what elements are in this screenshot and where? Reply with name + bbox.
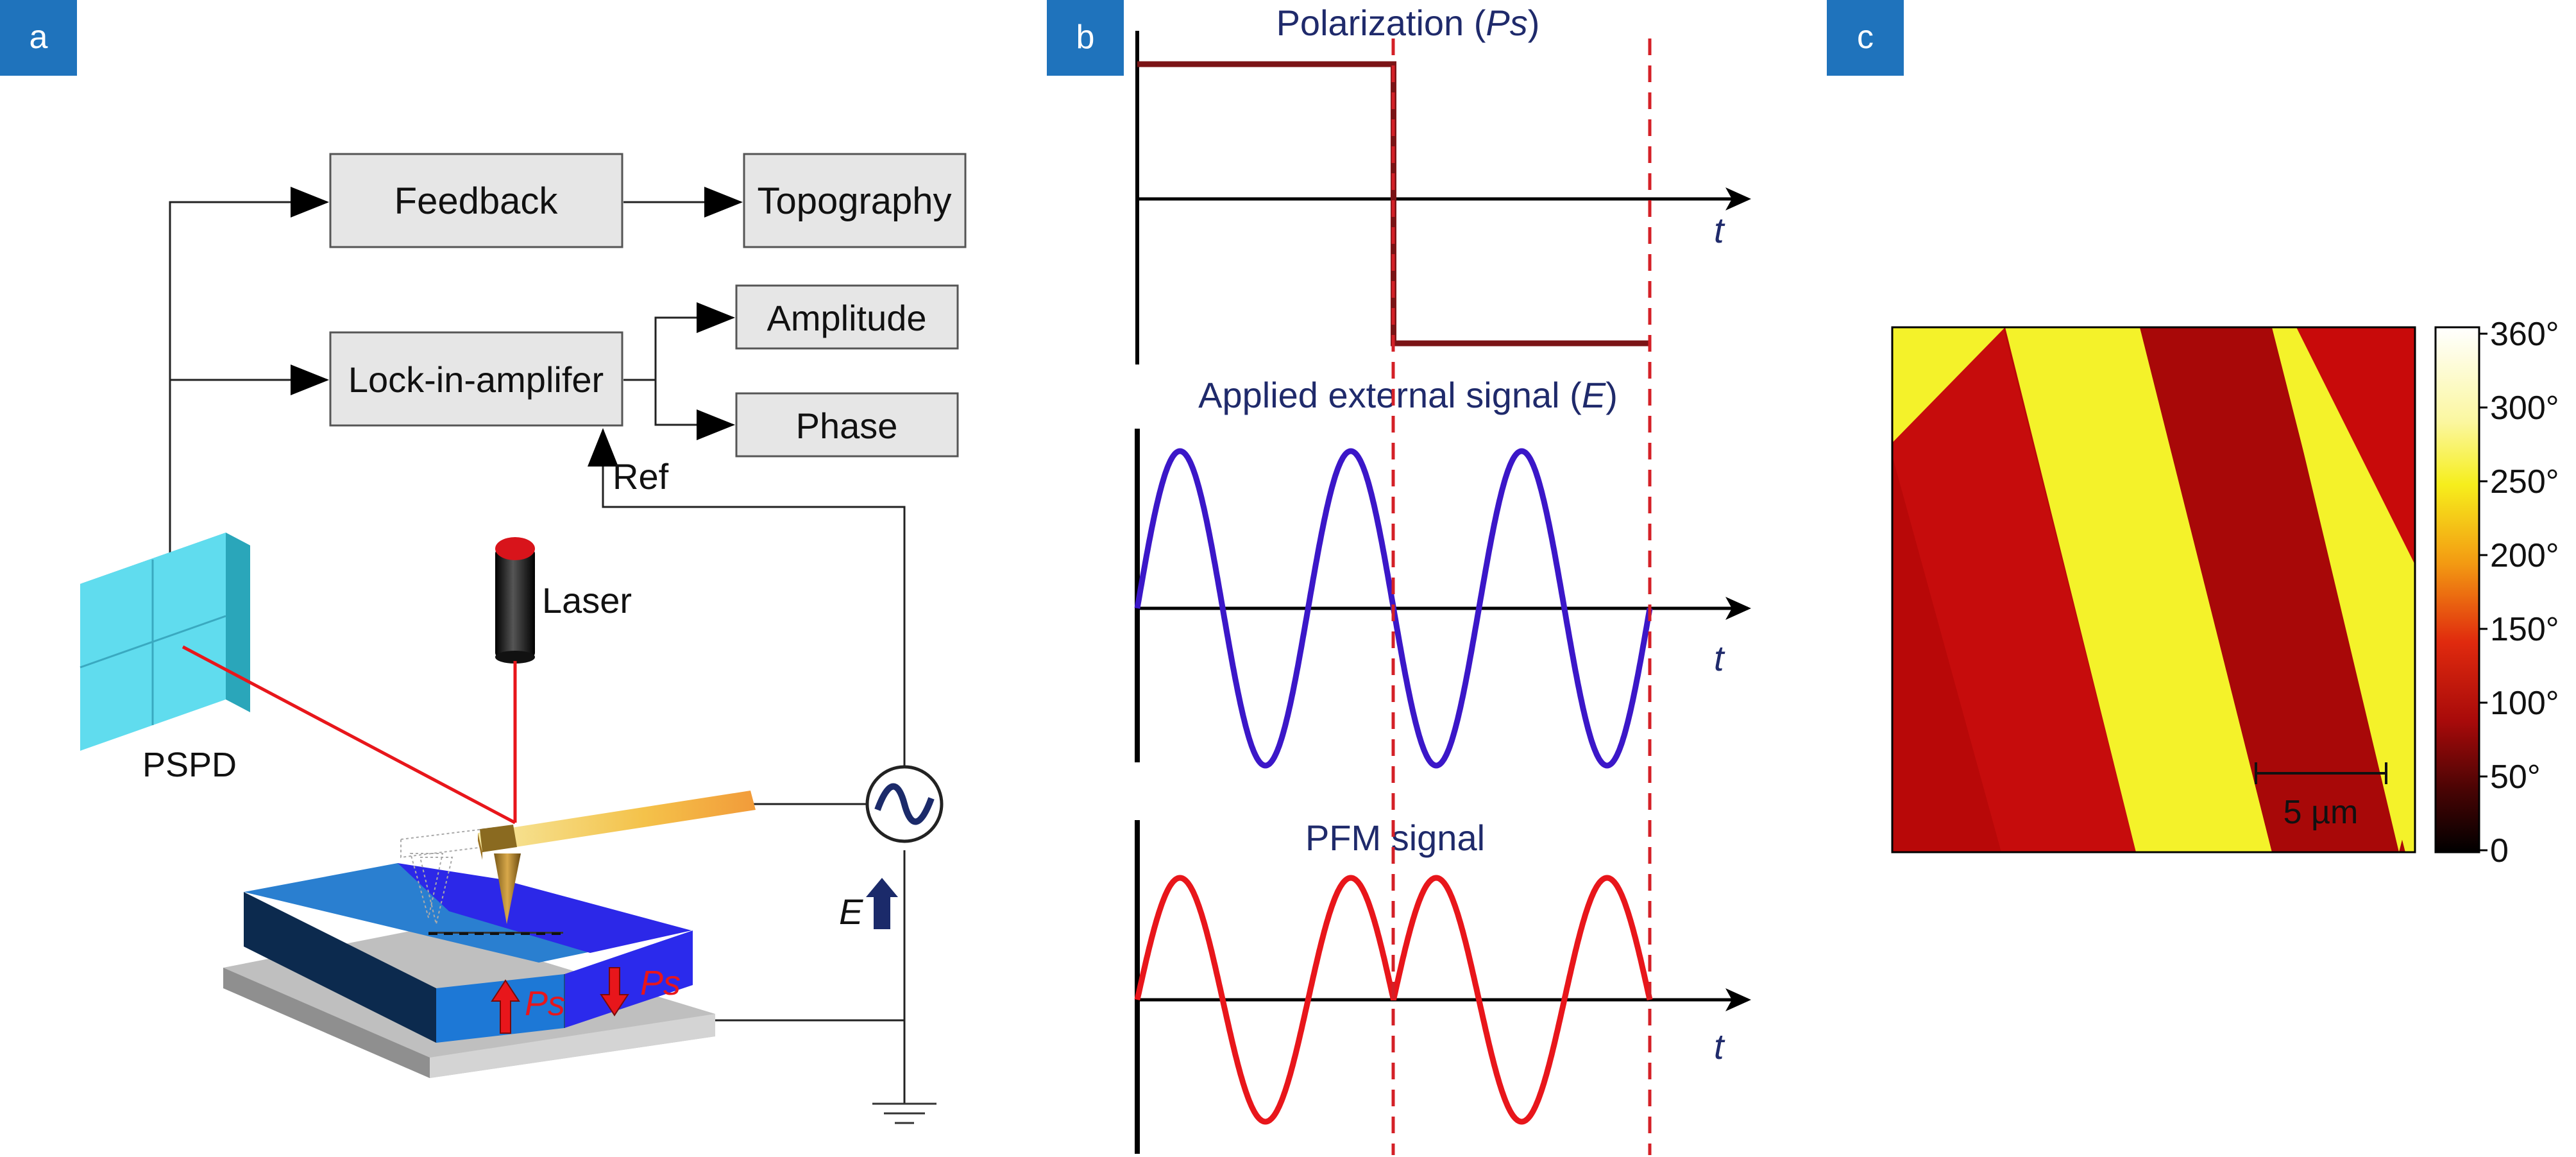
svg-text:a: a [30,19,48,56]
e-arrow-icon [866,878,898,929]
e-label: E [839,891,863,932]
polarization-arrow-up-icon [491,979,520,1034]
phase-box [735,392,959,458]
panel-b-signals: Polarization (Ps) Applied external signa… [1134,3,1751,1155]
pspd-detector [80,533,250,751]
colorbar-tick-label: 300° [2490,390,2559,427]
amplitude-label: Amplitude [767,298,926,338]
polarization-title: Polarization (Ps) [1276,3,1540,43]
ground-icon [872,1102,936,1124]
t-label-pfm: t [1714,1026,1725,1067]
t-axis-arrowheads [1725,187,1751,1011]
colorbar-tick-label: 50° [2490,758,2541,796]
lockin-box [329,331,623,427]
panel-label-a: a [0,0,77,76]
t-label-polarization: t [1714,210,1725,250]
colorbar-tick-label: 360° [2490,316,2559,353]
polarization-arrow-down-icon [600,967,629,1016]
pfm-series-line [1134,875,1653,1125]
cantilever [478,791,756,924]
colorbar-tick-label: 0 [2490,832,2509,870]
colorbar-ticks: 360° 300° 250° 200° 150° 100° 50° 0 [2479,316,2559,870]
phase-label: Phase [796,406,898,446]
ac-source-icon [865,765,944,843]
panel-c-phase-image: 5 µm 360° 300° 250° 200° 150° 100° 50° 0 [1891,316,2559,870]
feedback-box [329,153,623,248]
pspd-label: PSPD [142,746,237,784]
applied-title: Applied external signal (E) [1198,375,1618,415]
ferroelectric-sample [244,863,693,1043]
colorbar-tick-label: 100° [2490,685,2559,722]
panel-label-c: c [1827,0,1904,76]
colorbar-tick-label: 250° [2490,463,2559,501]
colorbar [2434,326,2480,853]
t-label-applied: t [1714,638,1725,678]
laser-beam-reflected [182,645,516,825]
topography-label: Topography [757,180,951,222]
scale-bar-label: 5 µm [2284,794,2359,831]
svg-text:b: b [1076,19,1095,56]
scale-bar [2255,762,2387,784]
colorbar-tick-label: 150° [2490,611,2559,648]
svg-text:c: c [1857,19,1874,56]
ghost-cantilever [400,827,495,925]
topography-box [743,153,967,248]
colorbar-tick-label: 200° [2490,537,2559,574]
phase-map [1892,327,2415,852]
ps-label-down: Ps [640,964,681,1002]
amplitude-box [735,284,959,350]
laser-label: Laser [542,580,632,621]
lockin-label: Lock-in-amplifer [348,359,604,400]
pfm-title: PFM signal [1305,818,1485,858]
panel-label-b: b [1047,0,1124,76]
laser-icon [495,537,535,664]
panel-a-schematic: Feedback Topography Lock-in-amplifer Amp… [80,153,967,1124]
ps-label-up: Ps [525,984,565,1023]
ref-label: Ref [613,456,669,497]
feedback-label: Feedback [394,180,559,222]
